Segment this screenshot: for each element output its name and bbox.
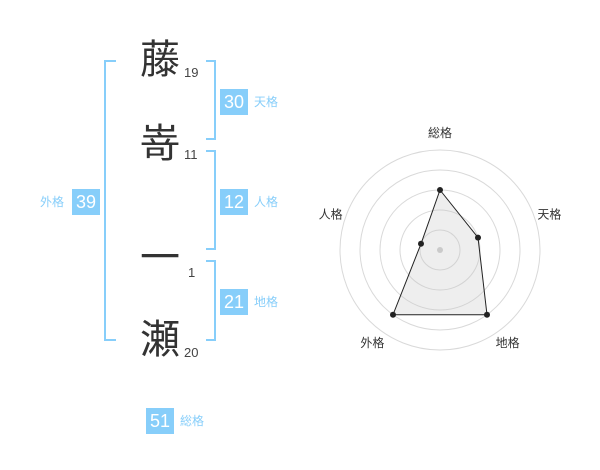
gaikaku-value: 39	[72, 189, 100, 215]
radar-axis-label-3: 外格	[360, 335, 384, 350]
tenkaku-value: 30	[220, 89, 248, 115]
radar-series-polygon	[392, 188, 488, 316]
chikaku-label: 地格	[254, 295, 279, 309]
gaikaku-label: 外格	[40, 195, 65, 209]
radar-axis-label-4: 人格	[319, 207, 343, 222]
radar-axis-label-1: 天格	[537, 207, 561, 222]
radar-axis-label-0: 総格	[428, 125, 452, 140]
stroke-count-4: 20	[184, 345, 199, 360]
jinkaku-bracket	[206, 150, 216, 250]
radar-point-4	[418, 240, 424, 247]
stroke-count-2: 11	[184, 147, 198, 162]
soukaku-label: 総格	[180, 414, 205, 428]
stroke-count-3: 1	[188, 265, 196, 280]
chikaku-value: 21	[220, 289, 248, 315]
soukaku-value: 51	[146, 408, 174, 434]
radar-axis-label-2: 地格	[496, 335, 520, 350]
radar-center	[437, 247, 443, 253]
radar-point-2	[484, 311, 490, 318]
tenkaku-bracket	[206, 60, 216, 140]
jinkaku-label: 人格	[254, 195, 279, 209]
jinkaku-value: 12	[220, 189, 248, 215]
radar-point-1	[475, 234, 481, 241]
radar-point-3	[390, 311, 396, 318]
name-char-4: 瀬	[140, 317, 180, 363]
stroke-count-1: 19	[184, 65, 199, 80]
tenkaku-label: 天格	[254, 95, 279, 109]
radar-point-0	[437, 187, 443, 193]
gaikaku-bracket	[104, 60, 116, 341]
chikaku-bracket	[206, 260, 216, 341]
name-char-1: 藤	[140, 37, 180, 83]
name-char-3: 一	[140, 235, 180, 281]
name-char-2: 嵜	[140, 121, 180, 167]
